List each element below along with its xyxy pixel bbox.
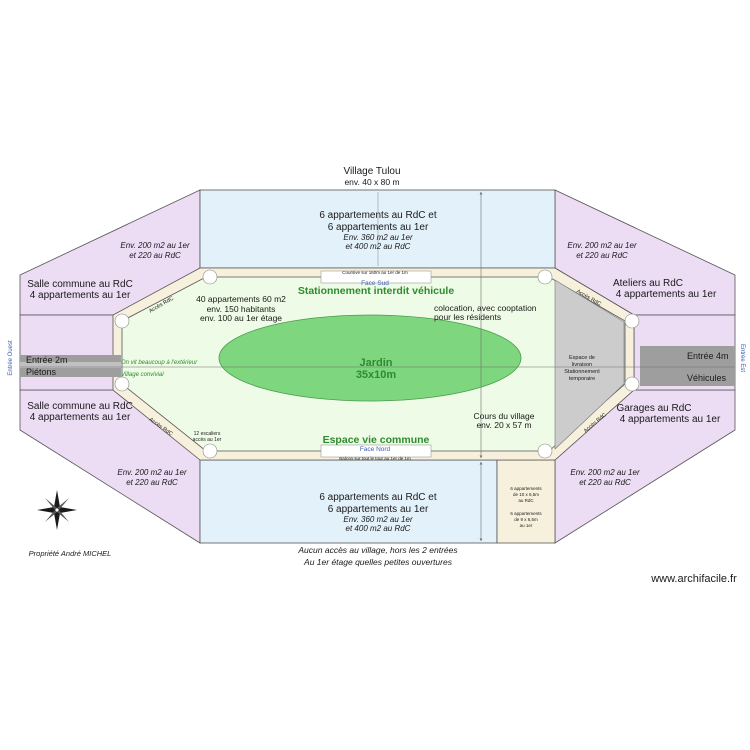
court-line2: env. 20 x 57 m xyxy=(476,420,531,430)
small-block-a2: de 10 x 6,5m xyxy=(513,492,539,497)
face-nord-strip xyxy=(320,444,432,458)
delivery-l2: livraison xyxy=(572,362,592,368)
coloc-line1: colocation, avec cooptation xyxy=(434,303,537,313)
court-line1: Cours du village xyxy=(474,411,535,421)
owner-label: Propriété André MICHEL xyxy=(29,549,112,558)
west-entry-sub: Piétons xyxy=(26,367,57,377)
nw-wing-l1: Salle commune au RdC xyxy=(27,279,133,290)
ne-area-2: et 220 au RdC xyxy=(576,251,628,260)
east-entry-label: Entrée 4m xyxy=(687,351,729,361)
common-space: Espace vie commune xyxy=(323,434,430,446)
outdoor-line2: Village convivial xyxy=(121,372,164,378)
delivery-l4: temporaire xyxy=(569,376,595,382)
subtitle: env. 40 x 80 m xyxy=(344,177,399,187)
sw-area-1: Env. 200 m2 au 1er xyxy=(117,468,187,477)
delivery-zone xyxy=(554,279,625,450)
apts-line2: env. 150 habitants xyxy=(207,304,276,314)
west-entry-side: Entrée Ouest xyxy=(8,340,14,376)
north-block-area1: Env. 360 m2 au 1er xyxy=(343,233,413,242)
nw-area-1: Env. 200 m2 au 1er xyxy=(120,241,190,250)
apts-line1: 40 appartements 60 m2 xyxy=(196,294,286,304)
small-block-b1: 6 appartements xyxy=(510,511,542,516)
compass-rose-icon xyxy=(37,490,77,530)
garden-label: Jardin xyxy=(359,357,392,369)
website-label: www.archifacile.fr xyxy=(650,573,737,585)
north-block xyxy=(199,189,556,269)
footer-note2: Au 1er étage quelles petites ouvertures xyxy=(303,557,453,567)
face-sud-strip xyxy=(320,270,432,284)
apts-line3: env. 100 au 1er étage xyxy=(200,313,282,323)
stairs xyxy=(114,269,640,459)
stairs-line2: accès au 1er xyxy=(193,437,222,443)
west-entry-label: Entrée 2m xyxy=(26,355,68,365)
wing-west-strip xyxy=(19,314,122,391)
title: Village Tulou xyxy=(343,166,400,177)
ne-wing-l1: Ateliers au RdC xyxy=(613,278,683,289)
south-block-area2: et 400 m2 au RdC xyxy=(346,524,411,533)
se-wing-l1: Garages au RdC xyxy=(616,403,691,414)
east-entry-path xyxy=(640,346,735,386)
north-block-line2: 6 appartements au 1er xyxy=(328,222,429,233)
garden xyxy=(218,314,522,402)
north-block-line1: 6 appartements au RdC et xyxy=(319,210,437,221)
balcon-label: Balcon sur tout le tour au 1er de 1m xyxy=(339,456,411,461)
face-nord: Face Nord xyxy=(360,446,391,453)
ne-area-1: Env. 200 m2 au 1er xyxy=(567,241,637,250)
sw-area-2: et 220 au RdC xyxy=(126,478,178,487)
south-block-line1: 6 appartements au RdC et xyxy=(319,492,437,503)
nw-area-2: et 220 au RdC xyxy=(129,251,181,260)
north-block-area2: et 400 m2 au RdC xyxy=(346,242,411,251)
small-block-b2: de 9 x 6,5m xyxy=(514,517,538,522)
se-area-1: Env. 200 m2 au 1er xyxy=(570,468,640,477)
face-sud: Face Sud xyxy=(361,280,389,287)
ne-wing-l2: 4 appartements au 1er xyxy=(616,289,717,300)
small-block-a1: 6 appartements xyxy=(510,486,542,491)
south-block-line2: 6 appartements au 1er xyxy=(328,504,429,515)
se-area-2: et 220 au RdC xyxy=(579,478,631,487)
delivery-l1: Espace de xyxy=(569,355,595,361)
east-entry-sub: Véhicules xyxy=(687,373,727,383)
se-wing-l2: 4 appartements au 1er xyxy=(620,414,721,425)
south-block-area1: Env. 360 m2 au 1er xyxy=(343,515,413,524)
outdoor-line1: On vit beaucoup à l'extérieur xyxy=(121,360,198,366)
east-entry-side: Entrée Est xyxy=(739,344,745,372)
stairs-line1: 12 escaliers xyxy=(194,431,221,437)
garden-size: 35x10m xyxy=(356,369,397,381)
sw-wing-l1: Salle commune au RdC xyxy=(27,401,133,412)
sw-wing-l2: 4 appartements au 1er xyxy=(30,412,131,423)
parking-banned: Stationnement interdit véhicule xyxy=(298,285,455,297)
footer-note1: Aucun accès au village, hors les 2 entré… xyxy=(297,545,458,555)
west-entry-lightpath xyxy=(20,362,121,368)
small-block-a3: au RdC xyxy=(518,498,534,503)
coloc-line2: pour les résidents xyxy=(434,312,501,322)
coursive-label: Coursive sur 160m au 1er de 1m xyxy=(342,270,408,275)
small-block-b3: au 1er xyxy=(520,523,533,528)
nw-wing-l2: 4 appartements au 1er xyxy=(30,290,131,301)
delivery-l3: Stationnement xyxy=(564,369,600,375)
